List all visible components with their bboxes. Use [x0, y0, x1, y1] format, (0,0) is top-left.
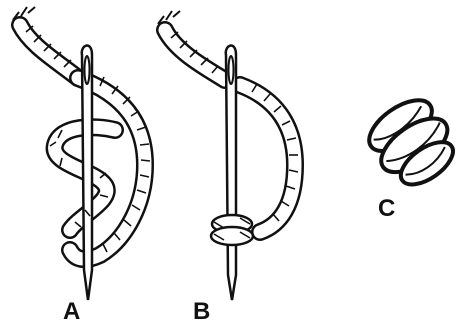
figure-a-thread-tail: [13, 7, 78, 78]
figure-c-finished-knot: [359, 89, 457, 197]
figure-b-needle: [226, 46, 236, 300]
figure-a: [13, 7, 150, 300]
figure-a-needle: [82, 46, 92, 300]
figure-b-knot: [211, 215, 253, 245]
figure-b-thread-loop: [240, 85, 295, 232]
step-label-a: A: [63, 300, 80, 324]
figure-b: [158, 11, 298, 300]
step-label-c: C: [378, 197, 395, 221]
step-label-b: B: [193, 300, 210, 324]
